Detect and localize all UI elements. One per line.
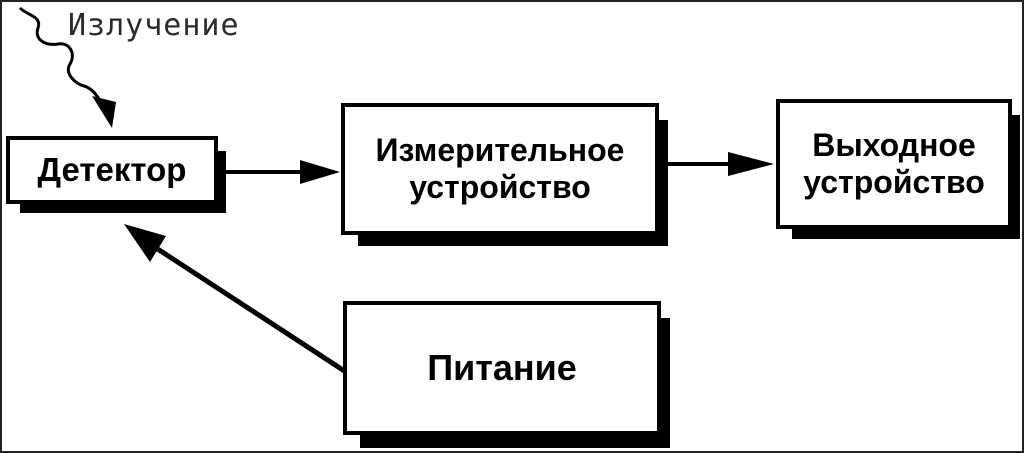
output-device-line1: Выходное (812, 127, 976, 164)
detector-text: Детектор (37, 151, 187, 189)
arrow-power-to-detector (124, 224, 348, 375)
arrow-detector-to-measuring (222, 160, 340, 184)
output-device-label: Выходное устройство (780, 103, 1008, 225)
arrow-measuring-to-output (662, 152, 774, 176)
radiation-arrowhead (92, 96, 116, 128)
power-label: Питание (347, 305, 657, 431)
output-device-block (776, 99, 1020, 239)
measuring-device-label: Измерительное устройство (345, 107, 655, 231)
measuring-device-line2: устройство (409, 169, 591, 205)
detector-block (6, 136, 226, 213)
radiation-label: Излучение (68, 8, 240, 43)
measuring-device-block (341, 103, 668, 246)
measuring-device-line1: Измерительное (375, 132, 625, 169)
radiation-wave (18, 6, 106, 109)
output-device-line2: устройство (803, 164, 985, 200)
detector-label: Детектор (10, 140, 214, 200)
power-text: Питание (427, 347, 577, 389)
power-block (343, 301, 670, 448)
